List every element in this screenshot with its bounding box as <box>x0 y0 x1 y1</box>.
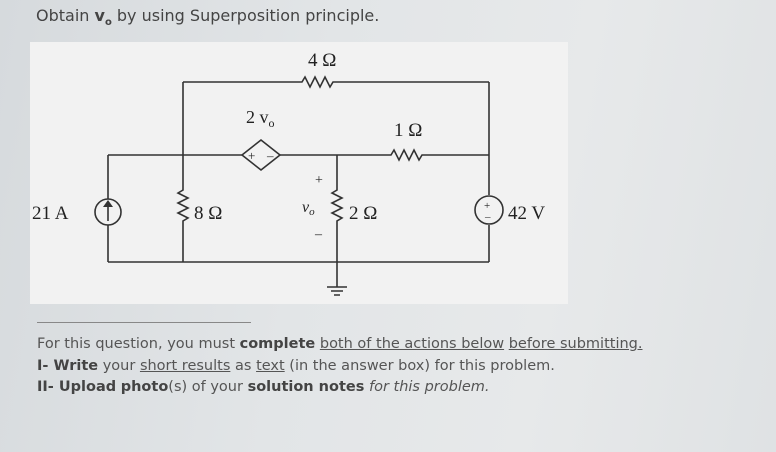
wire-top <box>183 75 489 89</box>
instructions-line-3: II- Upload photo(s) of your solution not… <box>37 379 490 395</box>
vsrc-plus: + <box>484 200 490 212</box>
instructions-line-2: I- Write your short results as text (in … <box>37 357 555 374</box>
resistor-2 <box>330 155 344 262</box>
circuit-diagram: 4 Ω 2 vo + – 1 Ω 21 A 8 Ω + vo – 2 Ω + –… <box>32 50 545 296</box>
circuit-panel: 4 Ω 2 vo + – 1 Ω 21 A 8 Ω + vo – 2 Ω + –… <box>30 42 568 304</box>
label-dep-source: 2 vo <box>246 107 275 130</box>
dep-plus: + <box>248 148 255 163</box>
resistor-8 <box>176 155 190 262</box>
dep-minus: – <box>266 148 274 163</box>
question-text: Obtain vo by using Superposition princip… <box>36 6 379 28</box>
ground-symbol <box>327 286 347 296</box>
question-var: v <box>94 6 105 25</box>
question-prefix: Obtain <box>36 6 95 25</box>
current-arrow-head <box>103 200 113 207</box>
instructions-line-1: For this question, you must complete bot… <box>37 336 643 352</box>
label-4-ohm: 4 Ω <box>308 50 336 71</box>
vo-minus: – <box>314 227 323 242</box>
wire-middle-mid <box>280 148 489 162</box>
instructions: For this question, you must complete bot… <box>37 334 642 399</box>
label-2-ohm: 2 Ω <box>349 203 377 224</box>
vo-plus: + <box>315 173 323 188</box>
label-vo: vo <box>302 199 315 218</box>
voltage-source-circle <box>474 195 504 225</box>
question-var-sub: o <box>104 17 112 29</box>
current-source-circle <box>94 198 122 226</box>
label-21A: 21 A <box>32 203 69 224</box>
divider <box>37 322 251 323</box>
vsrc-minus: – <box>484 211 491 223</box>
label-8-ohm: 8 Ω <box>194 203 222 224</box>
question-suffix: by using Superposition principle. <box>111 6 380 25</box>
label-1-ohm: 1 Ω <box>394 120 422 141</box>
dep-source-diamond <box>240 138 282 172</box>
label-42V: 42 V <box>508 203 545 224</box>
